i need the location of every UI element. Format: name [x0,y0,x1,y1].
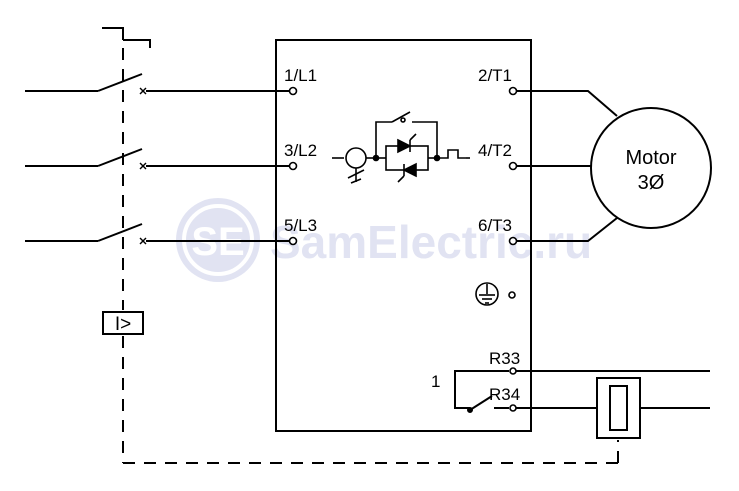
label-relay-number: 1 [431,372,440,391]
terminal-earth [508,291,516,299]
relay-contact-icon [469,395,493,411]
motor-icon [590,107,712,229]
current-sensor-icon [345,147,367,169]
terminal-t2 [508,161,518,171]
bypass-contact-icon [391,111,411,123]
relay-coil-icon [609,385,628,431]
breaker-contact-l3 [97,223,143,242]
contact-marks [139,87,147,245]
label-l1: 1/L1 [284,66,317,85]
label-t1: 2/T1 [478,66,512,85]
label-r34: R34 [489,385,520,404]
thyristor-bypass-symbol [332,111,470,184]
label-r33: R33 [489,349,520,368]
ramp-pulse-icon [437,149,466,159]
motor-wiring [517,90,618,242]
overcurrent-release: I> [102,311,144,335]
label-l2: 3/L2 [284,141,317,160]
terminal-l2 [288,161,298,171]
terminal-l1 [288,86,298,96]
soft-starter-enclosure [275,39,532,432]
breaker-contact-l2 [97,148,143,167]
motor-label-line2: 3Ø [638,172,665,194]
motor: Motor 3Ø [590,107,712,229]
terminal-r33 [509,367,517,375]
terminal-t3 [508,236,518,246]
breaker-mechanical-link [102,27,619,464]
terminal-l3 [288,236,298,246]
relay-coil [596,377,641,439]
terminal-points [288,86,518,412]
overcurrent-label: I> [115,314,131,335]
label-l3: 5/L3 [284,216,317,235]
breaker-contact-l1 [97,73,143,92]
motor-label-line1: Motor [625,147,676,169]
terminal-t1 [508,86,518,96]
phase-lines [25,73,289,242]
terminal-r34 [509,404,517,412]
thyristor-icon [397,138,412,154]
earth-icon [475,282,499,306]
relay-output [454,370,710,413]
label-t2: 4/T2 [478,141,512,160]
label-t3: 6/T3 [478,216,512,235]
